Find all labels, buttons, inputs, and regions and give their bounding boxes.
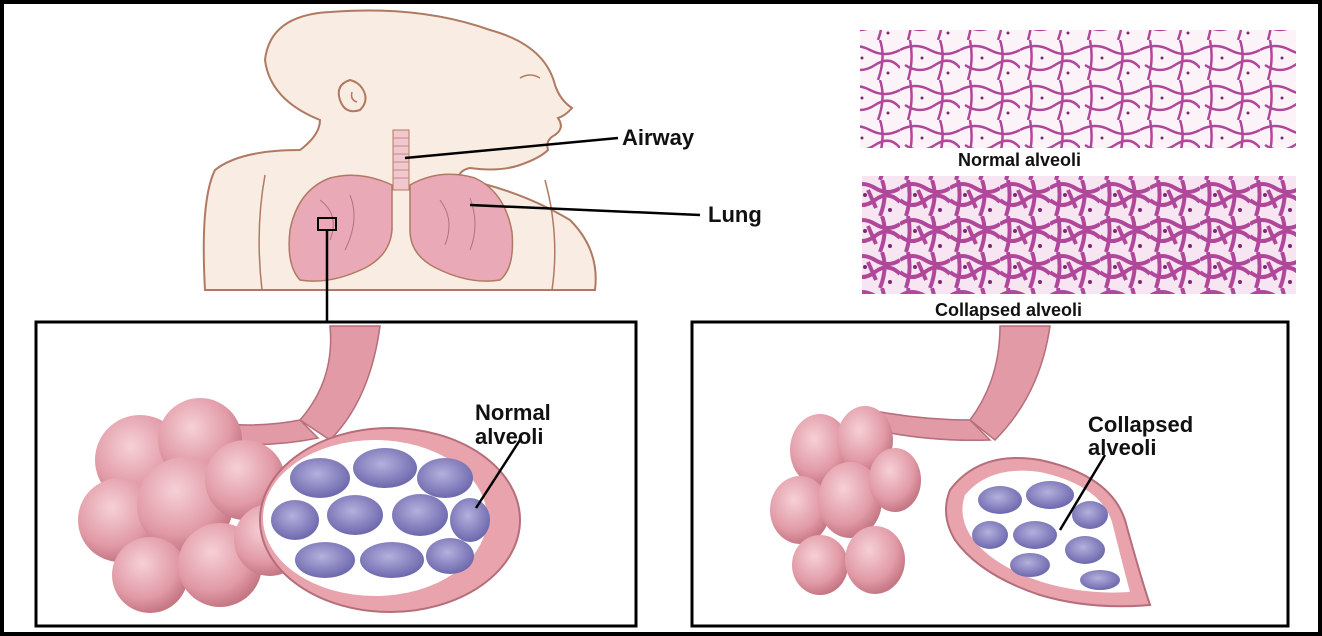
panel-collapsed: Collapsed alveoli — [692, 322, 1288, 626]
panel-normal: Normal alveoli — [36, 322, 636, 626]
lung-label: Lung — [708, 202, 762, 227]
airway-label: Airway — [622, 125, 695, 150]
panel-normal-label-line1: Normal — [475, 400, 551, 425]
histology-collapsed-label: Collapsed alveoli — [935, 300, 1082, 320]
histology-normal-label: Normal alveoli — [958, 150, 1081, 170]
histology-collapsed — [862, 176, 1296, 294]
panel-normal-label-line2: alveoli — [475, 424, 543, 449]
trachea — [393, 130, 409, 190]
histology-normal — [860, 30, 1296, 148]
panel-collapsed-label-line2: alveoli — [1088, 435, 1156, 460]
panel-collapsed-label-line1: Collapsed — [1088, 412, 1193, 437]
